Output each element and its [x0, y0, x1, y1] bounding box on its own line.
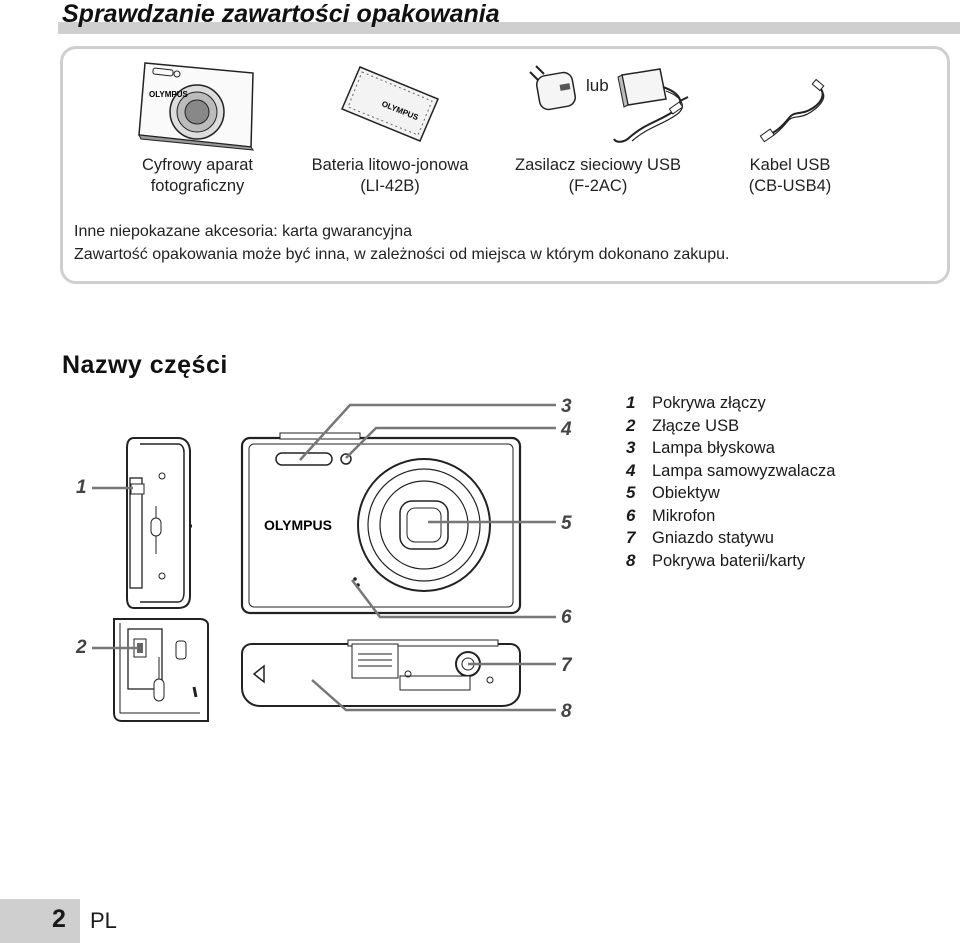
- battery-illustration: OLYMPUS: [341, 66, 439, 142]
- parts-section-title: Nazwy części: [62, 351, 228, 379]
- camera-bottom-view: [241, 639, 521, 707]
- part-label: Mikrofon: [652, 506, 716, 525]
- item-caption-line: Bateria litowo-jonowa: [311, 156, 469, 174]
- part-number: 8: [626, 550, 636, 570]
- item-caption-battery: Bateria litowo-jonowa (LI-42B): [292, 155, 488, 197]
- part-number: 4: [626, 460, 636, 480]
- camera-side-detail: [113, 618, 209, 722]
- camera-side-view: [126, 437, 192, 609]
- camera-illustration: OLYMPUS: [138, 62, 255, 151]
- item-caption-line: fotograficzny: [150, 177, 245, 195]
- header-band: Sprawdzanie zawartości opakowania: [0, 0, 960, 38]
- page-title: Sprawdzanie zawartości opakowania: [62, 0, 500, 28]
- camera-front-view: OLYMPUS: [240, 432, 522, 615]
- usb-ac-adapter-illustration: [529, 65, 577, 111]
- item-caption-cable: Kabel USB (CB-USB4): [720, 155, 860, 197]
- part-label: Pokrywa złączy: [652, 394, 766, 412]
- callout-7: 7: [561, 655, 572, 676]
- callout-4: 4: [561, 419, 572, 440]
- part-label: Pokrywa baterii/karty: [652, 551, 806, 570]
- item-caption-line: Kabel USB: [749, 156, 831, 174]
- part-number: 6: [626, 505, 636, 525]
- item-caption-line: Zasilacz sieciowy USB: [515, 156, 681, 174]
- part-label: Obiektyw: [652, 484, 720, 502]
- part-label: Gniazdo statywu: [652, 529, 774, 547]
- list-item: 7 Gniazdo statywu: [626, 528, 835, 551]
- item-caption-line: Cyfrowy aparat: [142, 156, 253, 174]
- list-item: 4 Lampa samowyzwalacza: [626, 461, 835, 484]
- callout-3: 3: [561, 396, 572, 417]
- part-label: Lampa samowyzwalacza: [652, 461, 836, 480]
- callout-2: 2: [76, 637, 87, 658]
- contents-disclaimer: Zawartość opakowania może być inna, w za…: [74, 246, 730, 263]
- page-number: 2: [52, 905, 66, 933]
- part-number: 5: [626, 483, 636, 502]
- callout-6: 6: [561, 607, 572, 628]
- language-code: PL: [90, 908, 117, 933]
- callout-1: 1: [76, 477, 87, 498]
- camera-front-brand-logo: OLYMPUS: [264, 517, 332, 533]
- item-caption-line: (LI-42B): [360, 177, 420, 195]
- callout-5: 5: [561, 513, 572, 534]
- list-item: 8 Pokrywa baterii/karty: [626, 551, 835, 574]
- usb-cable-illustration: [759, 78, 825, 143]
- list-item: 3 Lampa błyskowa: [626, 438, 835, 461]
- item-caption-line: (CB-USB4): [748, 177, 832, 195]
- part-number: 7: [626, 528, 636, 547]
- part-number: 2: [626, 415, 636, 435]
- item-caption-line: (F-2AC): [568, 177, 628, 195]
- footer-band: [0, 899, 80, 943]
- list-item: 2 Złącze USB: [626, 416, 835, 439]
- item-caption-camera: Cyfrowy aparat fotograficzny: [120, 155, 275, 197]
- list-item: 6 Mikrofon: [626, 506, 835, 529]
- item-caption-adapter: Zasilacz sieciowy USB (F-2AC): [495, 155, 701, 197]
- adapter-with-cord-illustration: [613, 68, 689, 143]
- camera-brand-logo: OLYMPUS: [149, 90, 188, 99]
- package-contents-box: [60, 46, 950, 284]
- part-label: Złącze USB: [652, 416, 740, 435]
- parts-list: 1 Pokrywa złączy 2 Złącze USB 3 Lampa błysk…: [626, 393, 835, 573]
- header-bar: [58, 22, 960, 34]
- part-label: Lampa błyskowa: [652, 439, 775, 457]
- list-item: 5 Obiektyw: [626, 483, 835, 506]
- part-number: 3: [626, 438, 636, 457]
- part-number: 1: [626, 393, 636, 412]
- or-label: lub: [586, 76, 609, 95]
- callout-8: 8: [561, 701, 572, 722]
- accessories-note: Inne niepokazane akcesoria: karta gwaran…: [74, 223, 412, 240]
- list-item: 1 Pokrywa złączy: [626, 393, 835, 416]
